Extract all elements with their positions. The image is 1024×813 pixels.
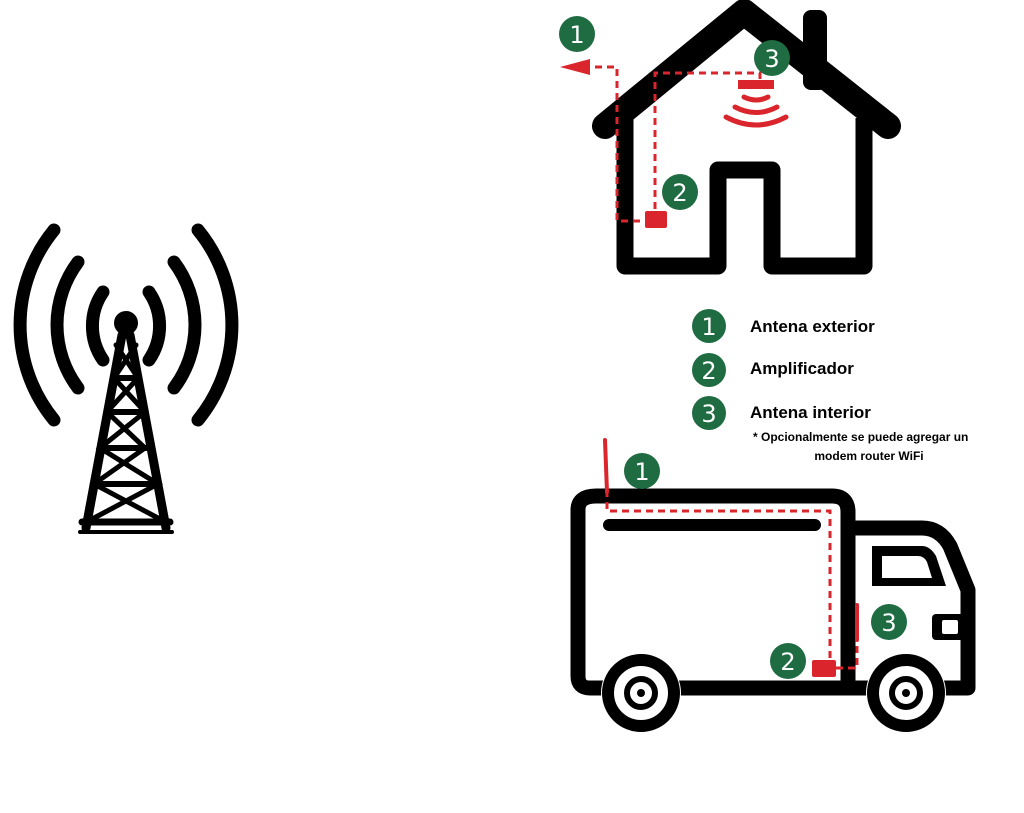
truck-rear-wheel-icon [601,653,681,733]
house-indoor-antenna-icon [723,80,789,128]
truck-icon [570,488,976,733]
truck-badge-3: 3 [871,604,907,640]
truck-front-wheel-icon [866,653,946,733]
house-outdoor-antenna-icon [560,59,590,75]
truck-badge-1-text: 1 [634,458,649,486]
legend-number-2: 2 [701,357,716,385]
legend-number-3: 3 [701,400,716,428]
legend-label-2: Amplificador [750,359,854,378]
house-badge-2-text: 2 [672,179,687,207]
legend-note-line-1: * Opcionalmente se puede agregar un [753,430,968,444]
house-icon [592,0,901,275]
legend-note-line-2: modem router WiFi [814,449,923,463]
truck-cable [605,490,859,670]
house-badge-1: 1 [559,16,595,52]
legend-item-3: 3 Antena interior [692,396,871,430]
truck-badge-2: 2 [770,643,806,679]
truck-badge-1: 1 [624,453,660,489]
house-cable [583,65,762,223]
truck-outdoor-antenna-icon [603,438,609,494]
house-badge-3: 3 [754,40,790,76]
legend: 1 Antena exterior 2 Amplificador 3 Anten… [692,309,968,463]
legend-label-3: Antena interior [750,403,871,422]
truck-badge-2-text: 2 [780,648,795,676]
truck-amplifier-icon [812,660,836,677]
truck-badge-3-text: 3 [881,609,896,637]
legend-item-2: 2 Amplificador [692,353,854,387]
house-badge-3-text: 3 [764,45,779,73]
cell-tower-icon [13,223,239,534]
legend-number-1: 1 [701,313,716,341]
house-badge-1-text: 1 [569,21,584,49]
legend-item-1: 1 Antena exterior [692,309,875,343]
legend-label-1: Antena exterior [750,317,875,336]
house-amplifier-icon [645,211,667,228]
house-badge-2: 2 [662,174,698,210]
